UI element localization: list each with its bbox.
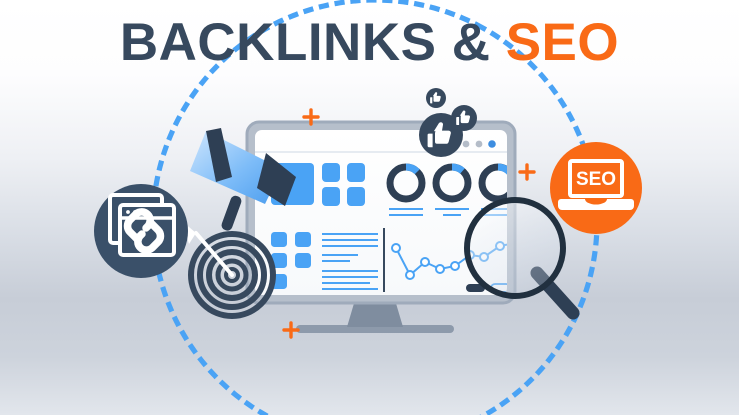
chart-node [405,270,415,280]
dart-shaft [194,231,234,277]
pill-active [466,284,485,292]
laptop-seo-icon: SEO [558,159,634,210]
chart-node [420,257,430,267]
list-tile [271,253,287,268]
chart-node [435,264,445,274]
magnifier-lens-fill [467,200,563,296]
tile-grid-cell [347,163,365,182]
plus-mark-right [518,163,536,181]
seo-badge[interactable]: SEO [550,142,642,234]
donut-chart-1 [386,163,426,216]
page-title: BACKLINKS & SEO [0,12,739,74]
megaphone-handle [221,195,242,231]
titlebar-dot-1 [462,140,470,148]
megaphone-mouth [257,153,296,206]
titlebar-dot-3 [488,140,496,148]
laptop-notch [585,199,607,205]
text-line-block [322,233,378,290]
magnifier-lens-ring [464,197,566,299]
dotted-orbit-arc [150,0,600,415]
titlebar-dot-2 [475,140,483,148]
title-segment-seo: SEO [505,13,620,72]
tile-grid-cell [347,187,365,206]
list-tile [271,232,287,247]
list-tile [295,232,311,247]
megaphone-body-dark [206,128,232,182]
thumbs-up-icon-large [419,113,463,157]
tile-grid-cell [322,163,340,182]
thumbs-up-icon-small [426,88,446,108]
donut-chart-2 [432,163,472,216]
chart-node [450,261,460,271]
plus-mark-top-left [302,108,320,126]
title-segment-backlinks: BACKLINKS [119,13,437,72]
chart-node [391,243,401,253]
seo-badge-label: SEO [576,169,616,190]
tile-grid-cell [322,187,340,206]
seo-badge-circle [550,142,642,234]
list-tile [295,253,311,268]
title-segment-ampersand: & [451,13,491,72]
plus-mark-bottom-left [282,321,300,339]
monitor-stand-neck [347,300,403,327]
monitor-stand-base [296,325,454,333]
backlinks-badge[interactable] [94,184,188,278]
dartboard-icon [182,221,276,319]
magnifying-glass-icon [464,197,580,320]
dashboard-monitor [245,120,517,333]
browser-windows-chain-link-icon [108,193,176,257]
thumbs-up-icon-medium [451,105,477,131]
megaphone-icon [190,128,296,231]
